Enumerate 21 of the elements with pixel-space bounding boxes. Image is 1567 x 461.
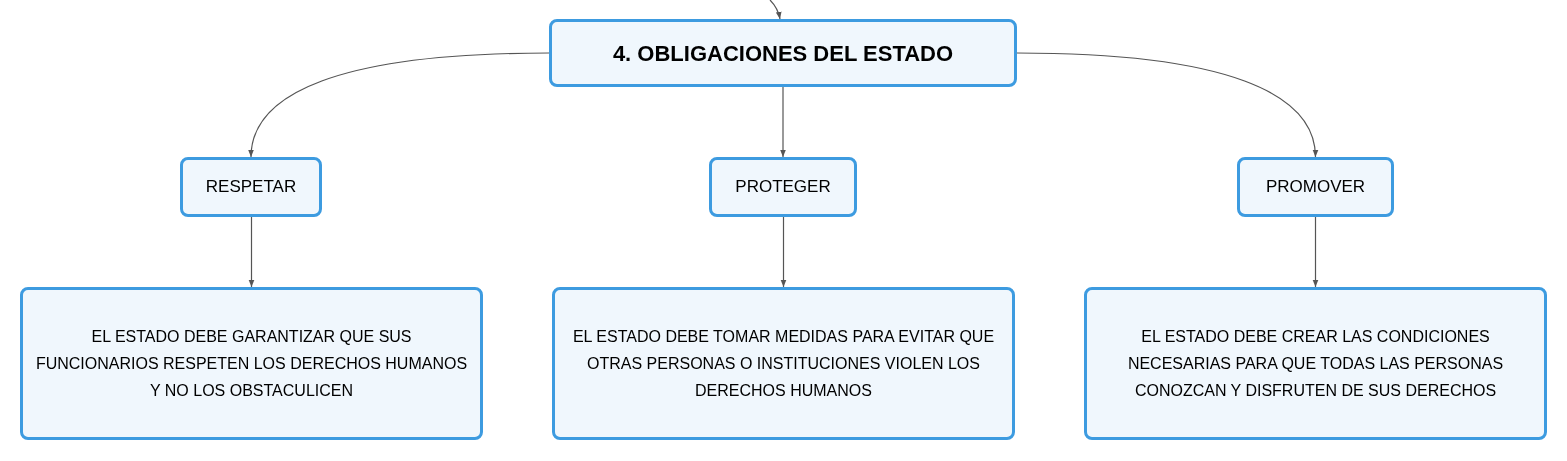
- node-text: EL ESTADO DEBE CREAR LAS CONDICIONES NECESARIAS PARA QUE TODAS LAS PERSONAS CONOZCAN Y DISFRUTEN DE SUS DERECHOS: [1126, 327, 1505, 401]
- subtopic-box: [180, 157, 322, 217]
- connector-arrow: [1312, 216, 1319, 288]
- connector-arrow: [780, 216, 787, 288]
- node-text: 4. OBLIGACIONES DEL ESTADO: [612, 39, 954, 68]
- description-box: [1084, 287, 1547, 440]
- description-box: [20, 287, 483, 440]
- connector-arrow: [249, 52, 550, 158]
- connector-arrow: [248, 216, 255, 288]
- connector-arrow: [769, 0, 782, 20]
- subtopic-box: [1237, 157, 1394, 217]
- node-text: PROTEGER: [735, 176, 831, 199]
- node-text: EL ESTADO DEBE GARANTIZAR QUE SUS FUNCIONARIOS RESPETEN LOS DERECHOS HUMANOS Y NO LOS OBSTACULICEN: [34, 327, 469, 401]
- subtopic-box: [709, 157, 857, 217]
- node-text: RESPETAR: [205, 176, 297, 199]
- description-box: [552, 287, 1015, 440]
- node-text: PROMOVER: [1265, 176, 1366, 199]
- connector-arrow: [1016, 52, 1318, 158]
- connector-arrow: [780, 86, 786, 158]
- topic-box: [549, 19, 1017, 87]
- node-text: EL ESTADO DEBE TOMAR MEDIDAS PARA EVITAR QUE OTRAS PERSONAS O INSTITUCIONES VIOLEN LOS DERECHOS HUMANOS: [571, 327, 996, 401]
